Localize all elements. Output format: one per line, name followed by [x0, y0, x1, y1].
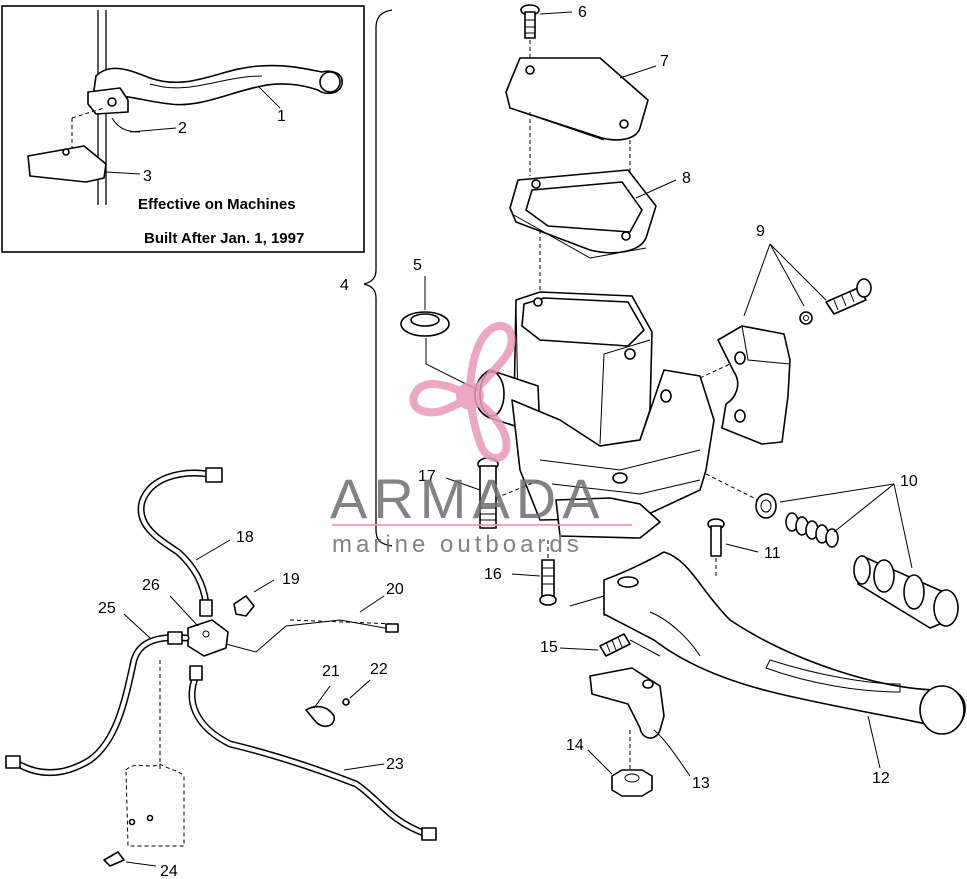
pivot-pin: 11: [707, 518, 781, 576]
lever-stop: 13: [589, 667, 710, 792]
callout-3: 3: [143, 168, 152, 185]
junction-block: 26: [142, 577, 229, 657]
callout-21: 21: [322, 663, 340, 680]
inset-panel: 1 2 3 Effective on Machines Built After …: [1, 5, 365, 253]
callout-2: 2: [178, 120, 187, 137]
callout-8: 8: [682, 170, 691, 187]
callout-4: 4: [340, 277, 349, 294]
callout-17: 17: [418, 468, 436, 485]
reservoir-gasket: 8: [509, 169, 691, 296]
lock-nut: 14: [566, 737, 653, 797]
wire-clip: 21 22: [305, 661, 388, 728]
frame-bracket: [125, 660, 185, 847]
piston-kit: 10: [705, 473, 959, 629]
watermark-subtitle: marine outboards: [332, 531, 583, 558]
brake-line-25: 25: [5, 600, 190, 777]
callout-7: 7: [660, 53, 669, 70]
callout-19: 19: [282, 571, 300, 588]
cover-screw: 6: [520, 4, 587, 66]
frame-screw: 24: [103, 851, 178, 879]
inset-note-line2: Built After Jan. 1, 1997: [144, 230, 304, 247]
callout-23: 23: [386, 756, 404, 773]
callout-24: 24: [160, 863, 178, 879]
assembly-brace: 4: [340, 9, 393, 547]
propeller-logo-icon: [409, 321, 516, 462]
callout-1: 1: [277, 108, 286, 125]
cap-washer: 5: [400, 257, 479, 391]
handlebar-clamp: 9: [699, 223, 872, 445]
brake-line-23: 23: [188, 665, 437, 841]
callout-13: 13: [692, 775, 710, 792]
adjuster-screw: 15: [540, 633, 661, 657]
brake-lever: 12: [569, 551, 966, 787]
brake-switch: 19: [233, 571, 300, 617]
callout-18: 18: [236, 529, 254, 546]
callout-25: 25: [98, 600, 116, 617]
inset-note-line1: Effective on Machines: [138, 196, 296, 213]
callout-9: 9: [756, 223, 765, 240]
callout-6: 6: [578, 4, 587, 21]
brake-line-18: 18: [137, 467, 254, 617]
callout-26: 26: [142, 577, 160, 594]
callout-5: 5: [413, 257, 422, 274]
inset-stop-block: [27, 145, 107, 183]
switch-wire: 20: [225, 581, 404, 653]
master-cylinder-body: [474, 291, 715, 539]
callout-14: 14: [566, 737, 584, 754]
inset-brake-lever: [93, 64, 343, 106]
mounting-bolt-short: 16: [484, 540, 557, 606]
callout-15: 15: [540, 639, 558, 656]
callout-10: 10: [900, 473, 918, 490]
callout-16: 16: [484, 566, 502, 583]
callout-11: 11: [764, 545, 781, 562]
callout-12: 12: [872, 770, 890, 787]
callout-22: 22: [370, 661, 388, 678]
armada-watermark: ARMADA marine outboards: [330, 321, 632, 558]
watermark-title: ARMADA: [330, 467, 606, 530]
callout-20: 20: [386, 581, 404, 598]
